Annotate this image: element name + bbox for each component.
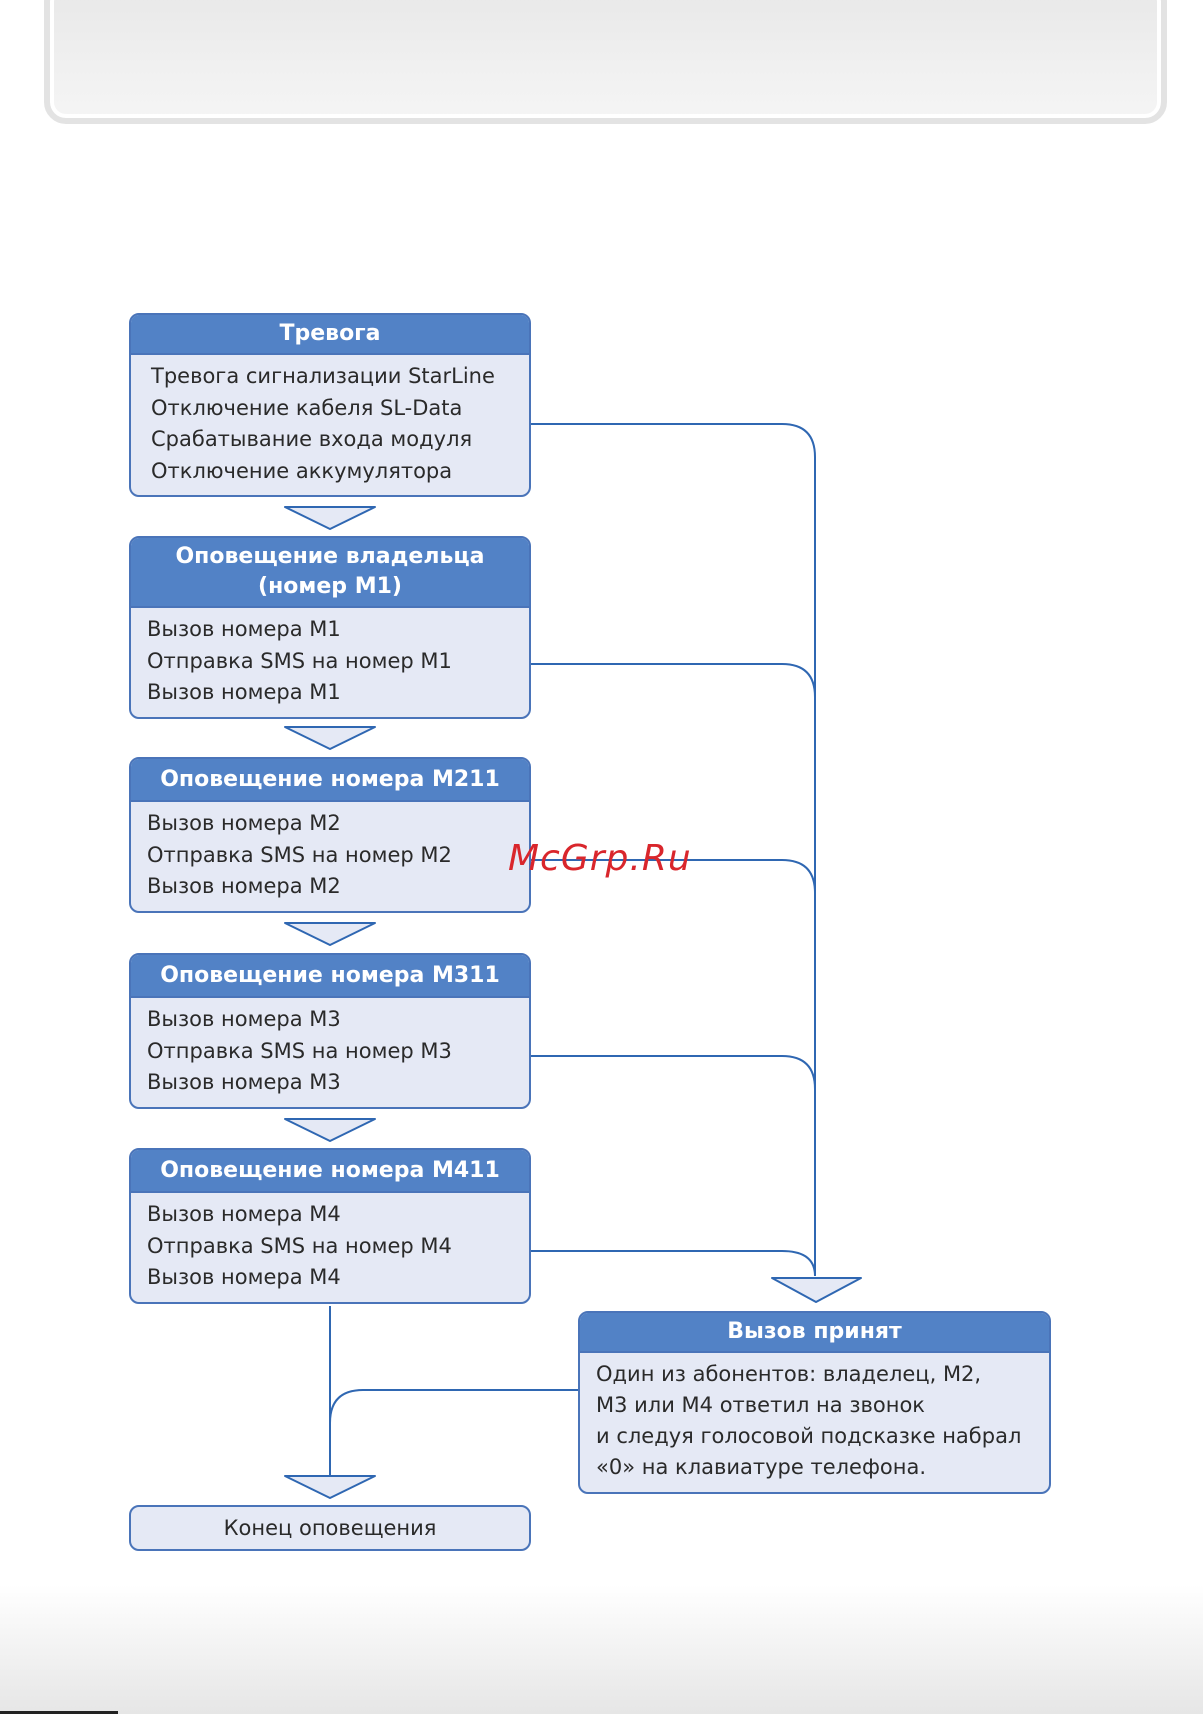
list-item: «0» на клавиатуре телефона. <box>596 1455 927 1479</box>
connector-m2-to-merge <box>530 859 816 894</box>
m2-notify-box: Оповещение номера М211 Вызов номера М2 О… <box>129 757 531 913</box>
list-item: Отправка SMS на номер М2 <box>147 842 452 867</box>
list-item: Тревога сигнализации StarLine <box>151 364 495 388</box>
m3-notify-box: Оповещение номера М311 Вызов номера М3 О… <box>129 953 531 1109</box>
connector-m4-to-merge <box>530 1250 816 1277</box>
owner-title-line2: (номер М1) <box>258 574 402 599</box>
flow-arrow-4 <box>284 1118 376 1142</box>
list-item: Отправка SMS на номер М4 <box>147 1233 452 1258</box>
list-item: Отключение аккумулятора <box>151 458 453 483</box>
connector-m3-to-merge <box>530 1055 816 1090</box>
connector-alarm-to-accepted <box>530 423 816 1276</box>
list-item: Вызов номера М2 <box>147 811 341 835</box>
top-header-panel <box>44 0 1167 124</box>
m4-notify-box-title: Оповещение номера М411 <box>131 1150 529 1193</box>
connector-owner-to-merge <box>530 663 816 698</box>
list-item: Вызов номера М2 <box>147 874 341 898</box>
call-accepted-box: Вызов принят Один из абонентов: владелец… <box>578 1311 1051 1494</box>
flow-arrow-2 <box>284 726 376 750</box>
m4-notify-box-body: Вызов номера М4 Отправка SMS на номер М4… <box>131 1193 529 1294</box>
alarm-box: Тревога Тревога сигнализации StarLine От… <box>129 313 531 497</box>
call-accepted-box-title: Вызов принят <box>580 1313 1049 1353</box>
list-item: Срабатывание входа модуля <box>151 427 473 451</box>
flow-arrow-3 <box>284 922 376 946</box>
alarm-box-title: Тревога <box>131 315 529 355</box>
m3-notify-box-body: Вызов номера М3 Отправка SMS на номер М3… <box>131 998 529 1099</box>
list-item: Вызов номера М1 <box>147 680 341 704</box>
connector-accepted-to-end <box>329 1389 578 1424</box>
list-item: Вызов номера М3 <box>147 1070 341 1094</box>
m2-notify-box-body: Вызов номера М2 Отправка SMS на номер М2… <box>131 802 529 903</box>
call-accepted-box-body: Один из абонентов: владелец, М2, М3 или … <box>580 1353 1049 1483</box>
list-item: Отправка SMS на номер М3 <box>147 1038 452 1063</box>
list-item: Отключение кабеля SL-Data <box>151 395 463 420</box>
end-notification-box: Конец оповещения <box>129 1505 531 1551</box>
list-item: Вызов номера М1 <box>147 617 341 641</box>
bottom-footer-band <box>0 1585 1203 1714</box>
list-item: Вызов номера М3 <box>147 1007 341 1031</box>
flow-arrow-end <box>284 1475 376 1499</box>
list-item: Вызов номера М4 <box>147 1202 341 1226</box>
watermark: McGrp.Ru <box>508 838 692 879</box>
footer-rule <box>0 1711 118 1714</box>
list-item: М3 или М4 ответил на звонок <box>596 1393 925 1417</box>
flow-arrow-accepted <box>771 1277 862 1303</box>
list-item: Один из абонентов: владелец, М2, <box>596 1362 982 1386</box>
m2-notify-box-title: Оповещение номера М211 <box>131 759 529 802</box>
owner-notify-box: Оповещение владельца (номер М1) Вызов но… <box>129 536 531 719</box>
owner-notify-box-title: Оповещение владельца (номер М1) <box>131 538 529 608</box>
owner-notify-box-body: Вызов номера М1 Отправка SMS на номер М1… <box>131 608 529 709</box>
flow-arrow-1 <box>284 506 376 530</box>
list-item: Вызов номера М4 <box>147 1265 341 1289</box>
owner-title-line1: Оповещение владельца <box>175 544 485 569</box>
m3-notify-box-title: Оповещение номера М311 <box>131 955 529 998</box>
list-item: Отправка SMS на номер М1 <box>147 648 452 673</box>
list-item: и следуя голосовой подсказке набрал <box>596 1424 1022 1448</box>
end-notification-label: Конец оповещения <box>223 1516 437 1540</box>
m4-notify-box: Оповещение номера М411 Вызов номера М4 О… <box>129 1148 531 1304</box>
alarm-box-body: Тревога сигнализации StarLine Отключение… <box>131 355 529 487</box>
